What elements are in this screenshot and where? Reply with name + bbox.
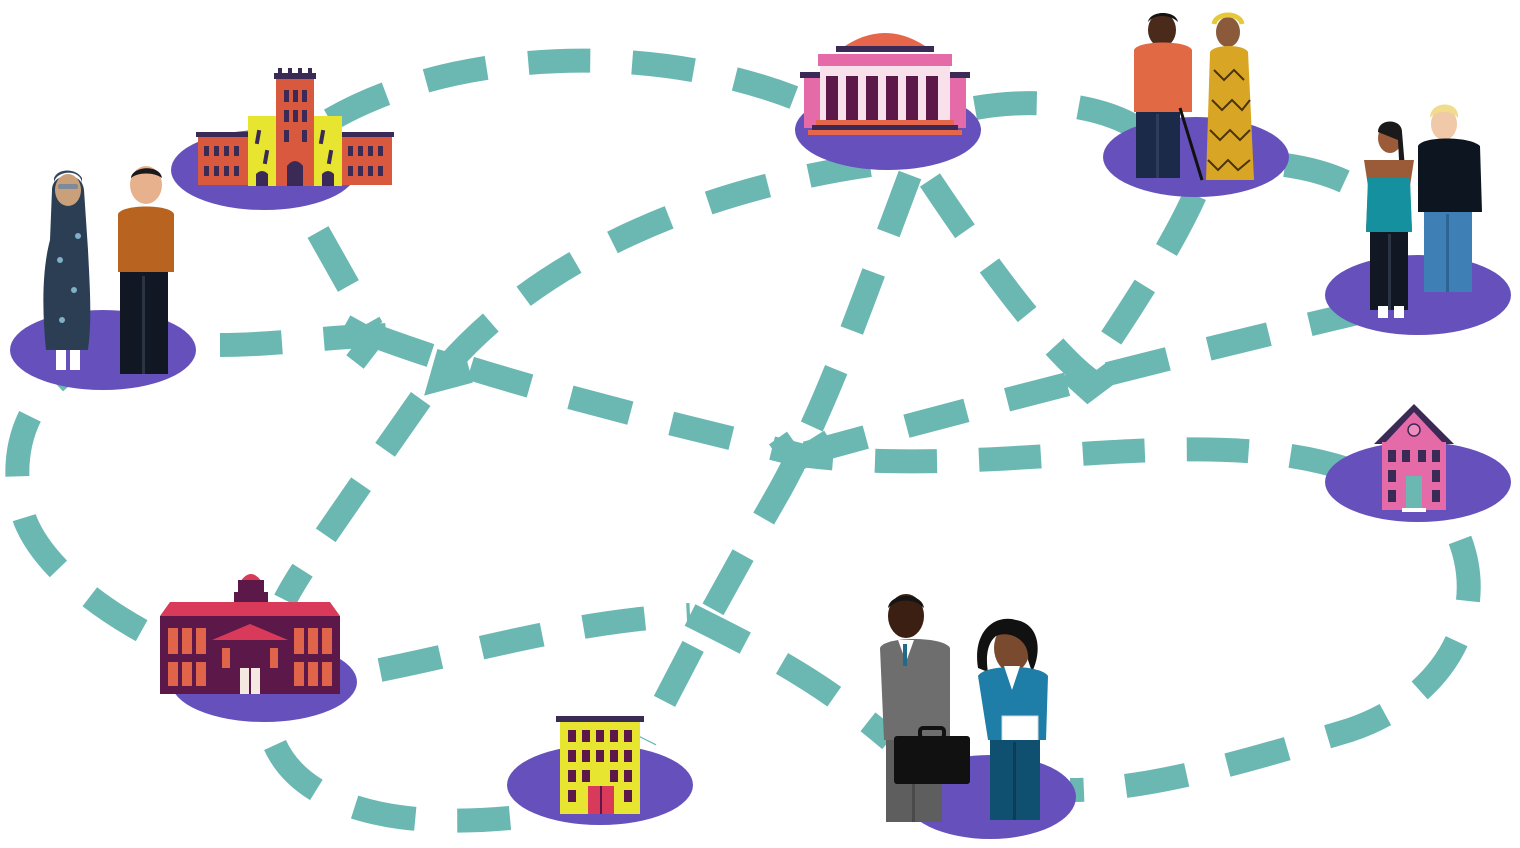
node-college-campus[interactable] [171, 68, 394, 210]
path-couple-down [1080, 190, 1206, 377]
arrowhead-center [769, 430, 836, 477]
path-museum-down-to-school [634, 170, 922, 746]
path-townhall-to-school [264, 739, 512, 833]
path-couple-to-young [1283, 153, 1367, 201]
node-community-elders[interactable] [10, 166, 196, 390]
college-building-icon [196, 68, 394, 186]
arrowhead-upper-left [424, 348, 473, 396]
path-college-down [307, 226, 383, 334]
node-professionals[interactable] [880, 594, 1076, 839]
path-museum-to-arrow [920, 173, 1098, 390]
woman-in-headscarf-and-man-icon [43, 166, 174, 374]
platform-ellipse [1325, 255, 1511, 335]
museum-building-icon [800, 33, 970, 135]
town-hall-building-icon [160, 574, 340, 694]
path-museum-to-couple [972, 91, 1147, 141]
pink-house-icon [1374, 404, 1454, 512]
yellow-school-building-icon [556, 716, 644, 814]
path-college-to-museum [323, 48, 805, 131]
young-couple-icon [1364, 104, 1482, 318]
node-town-hall[interactable] [160, 574, 357, 722]
node-museum[interactable] [795, 33, 981, 170]
arrowhead-left [339, 315, 389, 369]
path-museum-arc-to-townhall [274, 153, 872, 606]
path-townhall-to-cross [377, 603, 691, 682]
arrowheads [339, 315, 1119, 477]
node-school[interactable] [507, 716, 693, 825]
older-man-with-cane-and-woman-icon [1134, 12, 1254, 181]
platform-ellipse [10, 310, 196, 390]
business-people-icon [880, 594, 1048, 822]
path-house-loop [1069, 535, 1481, 802]
path-cross-to-professionals [684, 604, 898, 750]
node-older-couple[interactable] [1103, 12, 1289, 197]
path-left-loop [5, 348, 343, 695]
node-house[interactable] [1325, 404, 1511, 522]
node-young-couple[interactable] [1325, 104, 1511, 336]
arrowhead-right [1060, 363, 1119, 405]
